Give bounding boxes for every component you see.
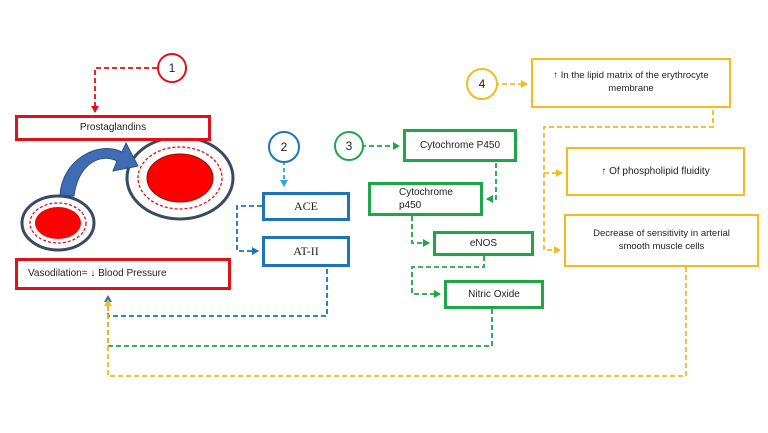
step-4-circle: 4: [466, 68, 498, 100]
ace-box: ACE: [262, 192, 350, 221]
step-4-label: 4: [478, 77, 486, 91]
nitric-oxide-label: Nitric Oxide: [468, 288, 520, 300]
nitric-oxide-box: Nitric Oxide: [444, 280, 544, 309]
curved-arrow-icon: [59, 141, 139, 197]
step-2-circle: 2: [268, 131, 300, 163]
lipid-matrix-box: ↑ In the lipid matrix of the erythrocyte…: [531, 58, 731, 108]
sensitivity-line2: smooth muscle cells: [618, 240, 705, 252]
cytochrome-p450-second-box: Cytochrome p450: [368, 182, 483, 216]
ace-label: ACE: [294, 199, 318, 214]
vasodilation-box: Vasodilation= ↓ Blood Pressure: [15, 258, 231, 290]
enos-box: eNOS: [433, 231, 534, 256]
step-2-label: 2: [280, 140, 288, 154]
prostaglandins-label: Prostaglandins: [79, 122, 147, 134]
phospholipid-fluidity-box: ↑ Of phospholipid fluidity: [566, 147, 745, 196]
connector-enos-to-no: [411, 256, 485, 298]
cytochrome-p450-box: Cytochrome P450: [403, 129, 517, 162]
step-3-label: 3: [345, 139, 353, 153]
connector-ace-to-at2: [236, 205, 262, 255]
lipid-matrix-line1: ↑ In the lipid matrix of the erythrocyte: [553, 70, 709, 82]
connector-lipid-to-branches: [543, 110, 714, 254]
connector-cyp2-to-enos: [411, 216, 430, 247]
connector-1-to-prostaglandins: [91, 67, 157, 113]
cytochrome-p450-second-line2: p450: [399, 200, 422, 211]
at2-box: AT-II: [262, 236, 350, 267]
vasodilation-label: Vasodilation= ↓ Blood Pressure: [28, 268, 167, 280]
sensitivity-decrease-box: Decrease of sensitivity in arterial smoo…: [564, 214, 759, 267]
enos-label: eNOS: [469, 237, 498, 249]
large-blood-cell-icon: [125, 135, 235, 221]
lipid-matrix-line2: membrane: [608, 83, 654, 94]
small-blood-cell-icon: [20, 194, 96, 252]
connector-sensitivity-to-vasodilation: [104, 267, 687, 377]
phospholipid-fluidity-label: ↑ Of phospholipid fluidity: [601, 165, 710, 177]
connector-cyp1-to-cyp2: [486, 163, 497, 203]
cytochrome-p450-label: Cytochrome P450: [419, 139, 501, 151]
connector-no-to-vasodilation: [107, 300, 493, 347]
step-1-label: 1: [168, 61, 176, 75]
step-3-circle: 3: [334, 131, 364, 161]
step-1-circle: 1: [157, 53, 187, 83]
prostaglandins-box: Prostaglandins: [15, 115, 211, 141]
sensitivity-line1: Decrease of sensitivity in arterial: [593, 227, 730, 239]
cytochrome-p450-second-line1: Cytochrome: [399, 187, 453, 198]
at2-label: AT-II: [293, 244, 319, 259]
